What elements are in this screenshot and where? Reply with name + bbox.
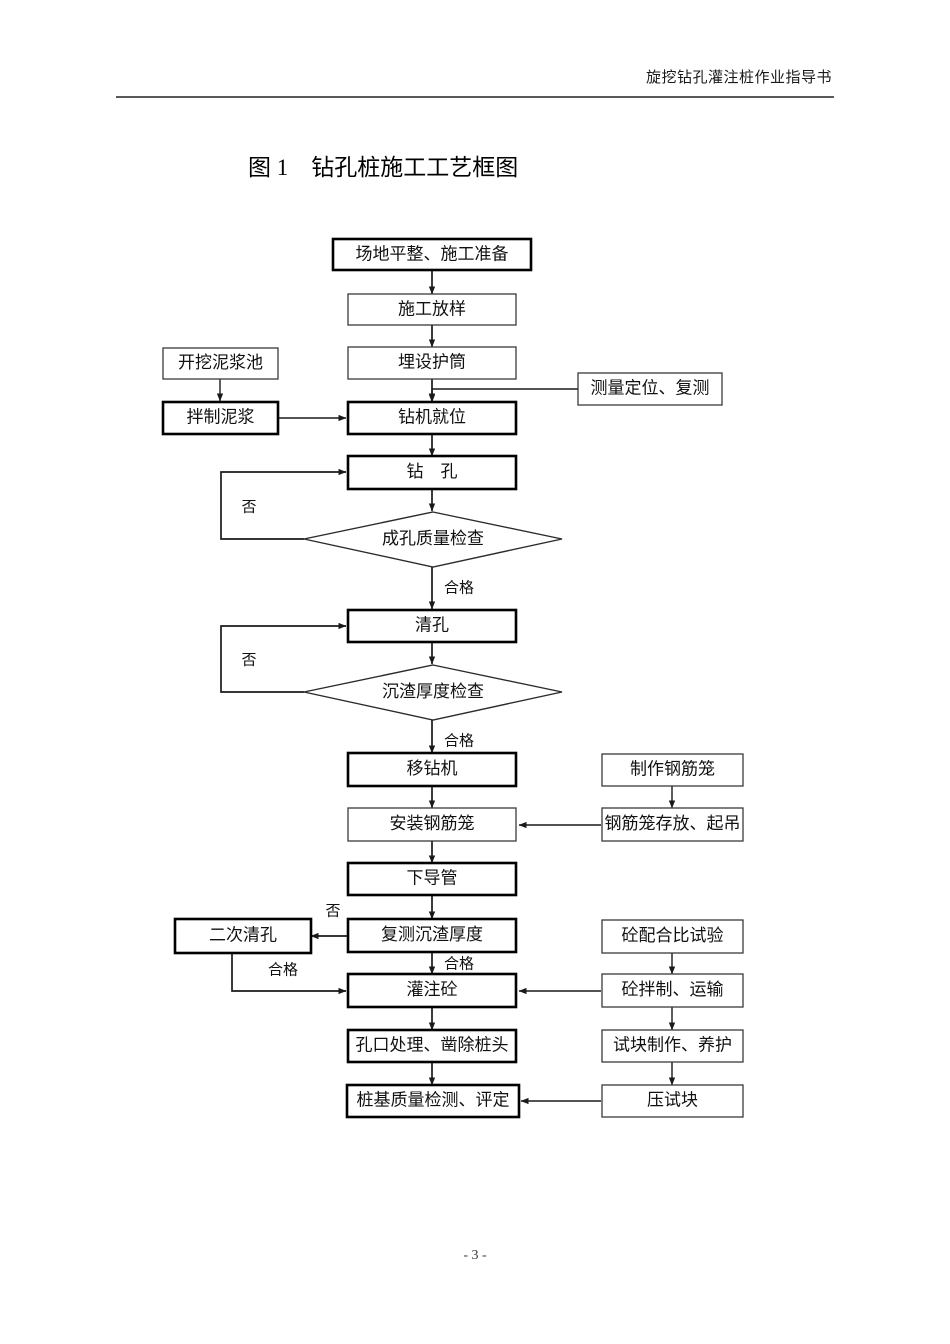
node-mix-slurry[interactable]: 拌制泥浆 — [161, 400, 280, 436]
node-install-rebar-cage[interactable]: 安装钢筋笼 — [347, 807, 517, 842]
node-move-rig[interactable]: 移钻机 — [346, 751, 518, 788]
node-label: 移钻机 — [407, 759, 458, 778]
node-label: 拌制泥浆 — [187, 407, 255, 426]
node-compress-test-block[interactable]: 压试块 — [601, 1084, 744, 1118]
figure-title: 图 1 钻孔桩施工工艺框图 — [248, 155, 519, 180]
decision-hole-quality-check[interactable]: 成孔质量检查 — [303, 511, 563, 568]
node-label: 桩基质量检测、评定 — [357, 1090, 510, 1109]
node-pour-concrete[interactable]: 灌注砼 — [346, 972, 518, 1009]
edge-label-pass-3: 合格 — [444, 955, 474, 973]
node-pile-quality-assessment[interactable]: 桩基质量检测、评定 — [345, 1083, 521, 1119]
edge-label-reject-3: 否 — [325, 902, 340, 920]
node-label: 安装钢筋笼 — [390, 814, 475, 833]
node-lower-tremie-pipe[interactable]: 下导管 — [346, 861, 518, 897]
edge-label-pass-1: 合格 — [444, 579, 474, 597]
node-drilling[interactable]: 钻 孔 — [346, 454, 518, 491]
node-site-preparation[interactable]: 场地平整、施工准备 — [331, 237, 533, 272]
node-label: 场地平整、施工准备 — [356, 244, 509, 263]
node-label: 压试块 — [647, 1090, 698, 1109]
flow-edges — [216, 270, 676, 1105]
process-flowchart: 场地平整、施工准备 施工放样 埋设护筒 钻机就位 钻 孔 成孔质量检查 — [161, 237, 744, 1119]
node-label: 下导管 — [407, 868, 458, 887]
node-label: 钢筋笼存放、起吊 — [605, 814, 741, 833]
page-number: - 3 - — [463, 1248, 487, 1263]
node-pile-head-treatment[interactable]: 孔口处理、凿除桩头 — [346, 1028, 518, 1064]
node-test-block-curing[interactable]: 试块制作、养护 — [601, 1029, 744, 1063]
node-excavate-slurry-pond[interactable]: 开挖泥浆池 — [162, 347, 279, 380]
node-store-hoist-rebar-cage[interactable]: 钢筋笼存放、起吊 — [601, 807, 744, 842]
node-secondary-hole-cleaning[interactable]: 二次清孔 — [173, 917, 313, 955]
edge-label-pass-2: 合格 — [444, 732, 474, 750]
node-label: 开挖泥浆池 — [178, 353, 263, 372]
node-label: 清孔 — [415, 615, 449, 634]
node-concrete-mix-test[interactable]: 砼配合比试验 — [601, 919, 744, 954]
node-concrete-mixing-transport[interactable]: 砼拌制、运输 — [601, 973, 744, 1008]
node-recheck-sediment-thickness[interactable]: 复测沉渣厚度 — [346, 917, 518, 954]
node-label: 二次清孔 — [209, 925, 277, 944]
node-fabricate-rebar-cage[interactable]: 制作钢筋笼 — [601, 753, 744, 787]
edge-n8-n7-reject — [220, 622, 347, 693]
node-label: 埋设护筒 — [398, 352, 466, 371]
node-label: 测量定位、复测 — [591, 378, 710, 397]
edge-label-reject-1: 否 — [241, 498, 256, 516]
node-label: 制作钢筋笼 — [630, 759, 715, 778]
edge-n6-n5-reject — [220, 468, 347, 540]
decision-label: 成孔质量检查 — [382, 529, 484, 548]
node-install-casing[interactable]: 埋设护筒 — [347, 346, 517, 380]
decision-label: 沉渣厚度检查 — [382, 682, 484, 701]
node-label: 灌注砼 — [407, 980, 458, 999]
edge-label-reject-2: 否 — [241, 651, 256, 669]
node-label: 砼拌制、运输 — [622, 980, 724, 999]
node-rig-positioning[interactable]: 钻机就位 — [346, 400, 518, 436]
node-hole-cleaning[interactable]: 清孔 — [346, 608, 518, 644]
edge-L3-n13-pass — [231, 953, 347, 995]
node-label: 钻机就位 — [398, 407, 466, 426]
header-divider — [116, 96, 834, 98]
node-construction-layout[interactable]: 施工放样 — [347, 293, 517, 326]
node-label: 施工放样 — [398, 299, 466, 318]
node-label: 复测沉渣厚度 — [381, 925, 483, 944]
node-survey-positioning[interactable]: 测量定位、复测 — [577, 372, 723, 406]
node-label: 试块制作、养护 — [613, 1035, 732, 1054]
edge-label-pass-4: 合格 — [268, 961, 298, 979]
node-label: 孔口处理、凿除桩头 — [356, 1035, 509, 1054]
decision-sediment-thickness-check[interactable]: 沉渣厚度检查 — [303, 664, 563, 721]
running-header: 旋挖钻孔灌注桩作业指导书 — [645, 68, 832, 86]
edge-R1-n4 — [428, 388, 578, 402]
node-label: 钻 孔 — [407, 462, 458, 481]
node-label: 砼配合比试验 — [622, 926, 724, 945]
